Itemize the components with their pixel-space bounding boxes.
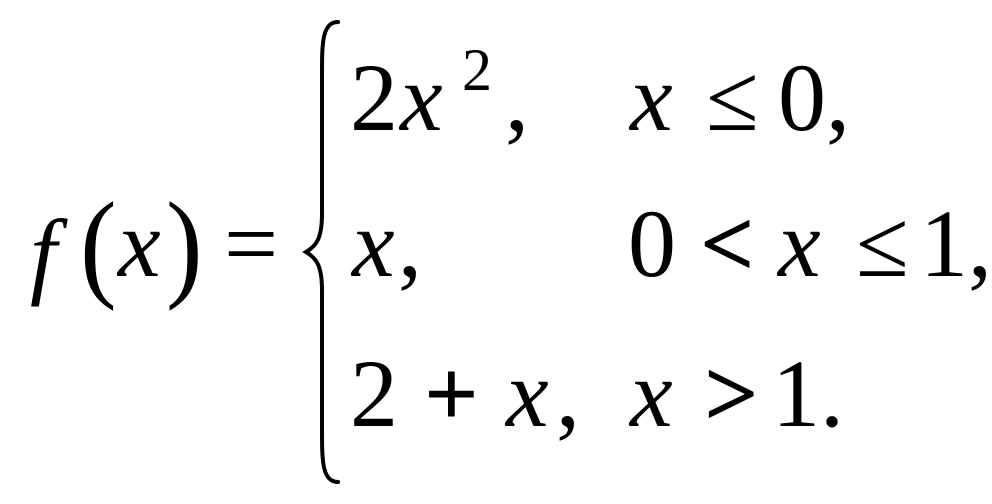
case3-variable: x xyxy=(506,340,549,447)
case2-variable: x xyxy=(352,190,395,297)
case3-condition-variable: x xyxy=(630,340,673,447)
case1-variable: x xyxy=(400,44,443,151)
case2-condition-variable: x xyxy=(778,190,821,297)
close-paren: ) xyxy=(166,177,203,312)
function-name: f xyxy=(30,200,57,307)
case3-comma: , xyxy=(556,340,580,447)
case1-exponent: 2 xyxy=(462,37,492,103)
open-paren: ( xyxy=(80,177,117,312)
equals-sign: = xyxy=(224,190,279,297)
case2-condition-left: 0 xyxy=(628,190,676,297)
function-argument: x xyxy=(118,190,161,297)
case1-condition-variable: x xyxy=(630,44,673,151)
case1-condition-operator: ≤ xyxy=(706,44,759,151)
case2-condition-value: 1, xyxy=(920,190,992,297)
case2-condition-operator-le: ≤ xyxy=(856,190,909,297)
left-brace xyxy=(302,20,340,484)
case2-comma: , xyxy=(398,190,422,297)
case1-coefficient: 2 xyxy=(350,44,398,151)
case3-condition-value: 1. xyxy=(772,340,844,447)
case3-constant: 2 xyxy=(350,340,398,447)
case3-condition-operator: > xyxy=(704,340,759,447)
case3-plus: + xyxy=(424,340,479,447)
case1-condition-value: 0, xyxy=(778,44,850,151)
case1-comma: , xyxy=(505,44,529,151)
case2-condition-operator-lt: < xyxy=(700,190,755,297)
